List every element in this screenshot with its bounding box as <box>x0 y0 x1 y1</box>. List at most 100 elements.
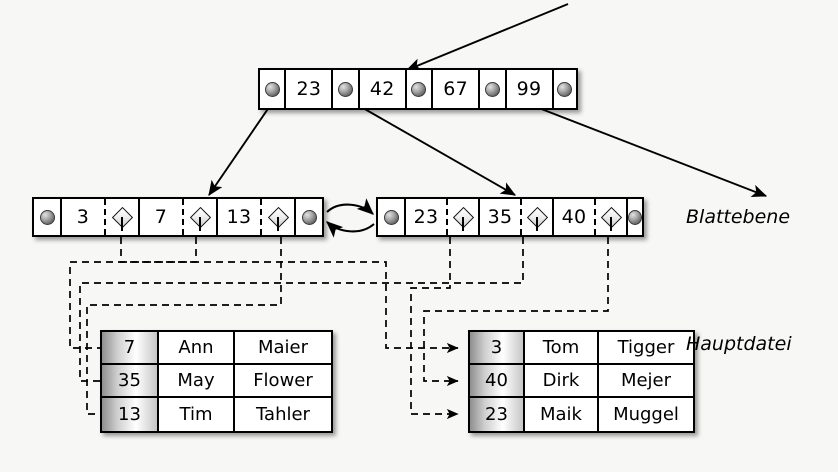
cell-label: 7 <box>123 337 136 358</box>
diamond-tid-icon <box>448 199 478 235</box>
bead-pointer-icon[interactable] <box>406 70 434 108</box>
cell-label: Ann <box>178 337 214 358</box>
arrow-root-p0-to-leaf-left <box>208 99 275 196</box>
node-key-label: 35 <box>487 206 513 228</box>
bead-pointer-icon[interactable] <box>378 199 406 235</box>
node-key-cell[interactable]: 7 <box>140 199 184 235</box>
bead-pointer-icon[interactable] <box>34 199 62 235</box>
node-key-label: 3 <box>76 206 90 228</box>
cell-label: Dirk <box>542 370 580 391</box>
caption-hauptdatei: Hauptdatei <box>686 333 792 355</box>
cell-label: 23 <box>485 404 508 425</box>
row-key-cell: 13 <box>102 398 159 431</box>
diamond-tid-icon[interactable] <box>596 199 628 235</box>
node-key-label: 67 <box>443 78 469 100</box>
node-key-label: 23 <box>296 78 322 100</box>
node-key-label: 23 <box>413 206 439 228</box>
node-key-cell[interactable]: 23 <box>286 70 334 108</box>
node-key-cell[interactable]: 99 <box>506 70 554 108</box>
leaf-node-left[interactable]: 3 7 13 <box>32 197 324 237</box>
arrow-root-p1-to-leaf-right <box>348 99 516 196</box>
bead-pointer-icon <box>484 81 500 97</box>
node-key-cell[interactable]: 67 <box>433 70 481 108</box>
bead-pointer-icon <box>264 81 280 97</box>
row-data-cell: May <box>159 365 235 396</box>
leaf-node-right[interactable]: 23 35 40 <box>376 197 644 237</box>
node-key-cell[interactable]: 42 <box>359 70 407 108</box>
bead-pointer-icon[interactable] <box>553 70 576 108</box>
node-key-label: 7 <box>154 206 168 228</box>
table-row[interactable]: 35 May Flower <box>102 365 331 398</box>
row-key-cell: 23 <box>470 398 525 431</box>
row-key-cell: 7 <box>102 332 159 363</box>
arrow-root-p3-to-outside <box>512 97 768 197</box>
table-row[interactable]: 13 Tim Tahler <box>102 398 331 431</box>
diamond-tid-icon[interactable] <box>262 199 296 235</box>
row-key-cell: 3 <box>470 332 525 363</box>
row-key-cell: 35 <box>102 365 159 396</box>
bead-pointer-icon <box>628 209 642 225</box>
row-data-cell: Ann <box>159 332 235 363</box>
cell-label: Tahler <box>256 404 310 425</box>
table-row[interactable]: 3 Tom Tigger <box>470 332 693 365</box>
row-data-cell: Flower <box>235 365 331 396</box>
table-row[interactable]: 7 Ann Maier <box>102 332 331 365</box>
bead-pointer-icon[interactable] <box>628 199 642 235</box>
diamond-tid-icon[interactable] <box>522 199 554 235</box>
arrow-external-to-root <box>405 3 569 71</box>
row-data-cell: Maik <box>525 398 599 431</box>
row-data-cell: Maier <box>235 332 331 363</box>
row-key-cell: 40 <box>470 365 525 396</box>
bead-pointer-icon <box>301 209 317 225</box>
node-key-cell[interactable]: 3 <box>62 199 106 235</box>
diamond-tid-icon[interactable] <box>106 199 140 235</box>
table-row[interactable]: 23 Maik Muggel <box>470 398 693 431</box>
cell-label: Tim <box>179 404 213 425</box>
main-file-table-right[interactable]: 3 Tom Tigger 40 Dirk Mejer 23 Maik Muggel <box>468 330 695 433</box>
bead-pointer-icon <box>39 209 55 225</box>
cell-label: Mejer <box>620 370 672 391</box>
bead-pointer-icon[interactable] <box>296 199 322 235</box>
bead-pointer-icon <box>338 81 354 97</box>
cell-label: 3 <box>490 337 503 358</box>
node-key-label: 42 <box>369 78 395 100</box>
node-key-label: 40 <box>561 206 587 228</box>
diamond-tid-icon[interactable] <box>448 199 480 235</box>
row-data-cell: Mejer <box>599 365 693 396</box>
table-row[interactable]: 40 Dirk Mejer <box>470 365 693 398</box>
diamond-tid-icon[interactable] <box>184 199 218 235</box>
row-data-cell: Tom <box>525 332 599 363</box>
node-key-cell[interactable]: 40 <box>554 199 596 235</box>
cell-label: Tigger <box>617 337 675 358</box>
bead-pointer-icon[interactable] <box>480 70 507 108</box>
node-key-cell[interactable]: 23 <box>406 199 448 235</box>
main-file-table-left[interactable]: 7 Ann Maier 35 May Flower 13 Tim Tahler <box>100 330 333 433</box>
cell-label: Muggel <box>613 404 679 425</box>
cell-label: 40 <box>485 370 508 391</box>
cell-label: Maik <box>540 404 582 425</box>
root-index-node[interactable]: 23 42 67 99 <box>258 68 578 110</box>
cell-label: 13 <box>118 404 141 425</box>
node-key-cell[interactable]: 35 <box>480 199 522 235</box>
cell-label: 35 <box>118 370 141 391</box>
node-key-cell[interactable]: 13 <box>218 199 262 235</box>
bead-pointer-icon <box>557 81 573 97</box>
bead-pointer-icon <box>383 209 399 225</box>
caption-blattebene: Blattebene <box>686 206 791 228</box>
node-key-label: 13 <box>226 206 252 228</box>
cell-label: May <box>177 370 215 391</box>
diamond-tid-icon <box>184 199 216 235</box>
row-data-cell: Muggel <box>599 398 693 431</box>
diamond-tid-icon <box>262 199 294 235</box>
cell-label: Maier <box>257 337 309 358</box>
tid-link-23 <box>410 237 459 420</box>
node-key-label: 99 <box>516 78 542 100</box>
bead-pointer-icon[interactable] <box>333 70 360 108</box>
sibling-link-left-to-right <box>326 198 374 215</box>
cell-label: Flower <box>253 370 313 391</box>
cell-label: Tom <box>542 337 580 358</box>
diamond-tid-icon <box>106 199 138 235</box>
bead-pointer-icon <box>411 81 427 97</box>
bead-pointer-icon[interactable] <box>260 70 287 108</box>
